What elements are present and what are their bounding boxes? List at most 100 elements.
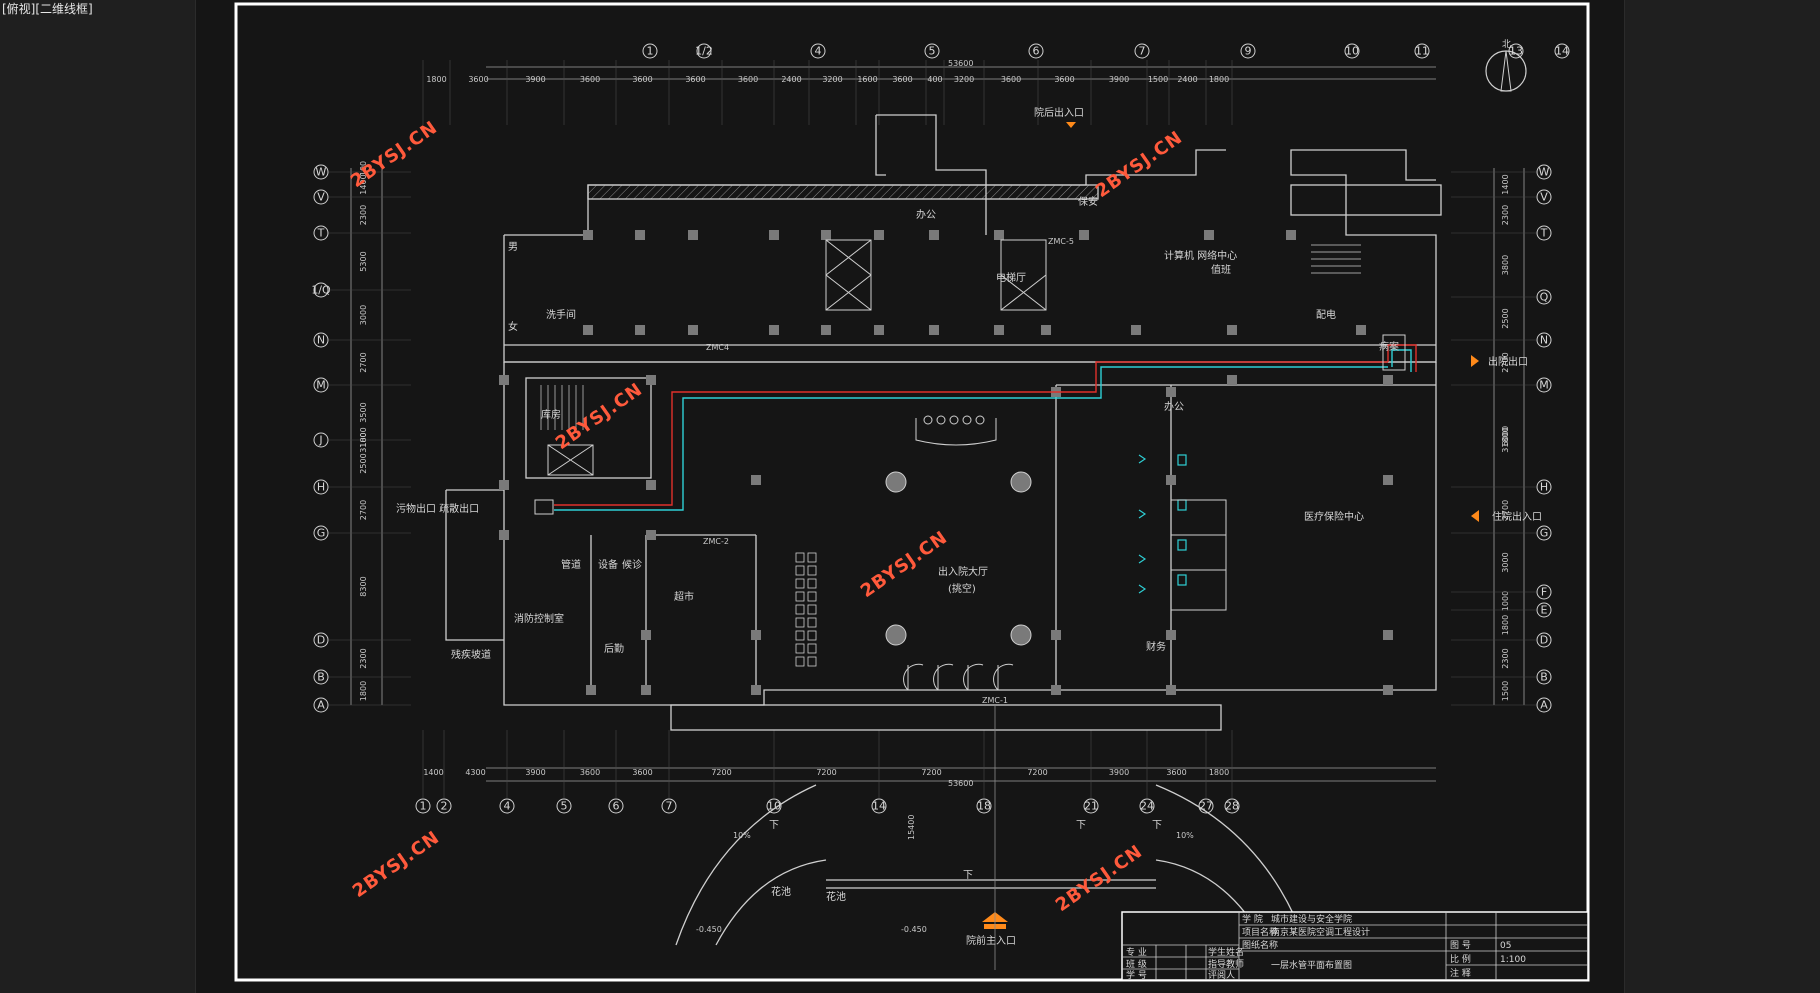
room-computer-center: 计算机 网络中心 [1164,249,1237,262]
dim-bottom-2: 3900 [525,768,545,777]
room-washroom: 洗手间 [546,308,576,321]
room-office1: 办公 [916,208,936,221]
svg-text:B: B [1540,671,1548,684]
seat-a-1 [795,565,805,576]
column-6 [929,230,939,240]
svg-text:E: E [1541,604,1548,617]
north-label: 北 [1502,39,1511,50]
reception-desk [915,415,997,446]
seat-a-3 [795,591,805,602]
north-arrow-icon: 北 [1485,39,1527,92]
dim-top-16: 1500 [1148,75,1168,84]
tb-school-label: 学 院 [1242,913,1263,925]
room-flower1: 花池 [771,885,791,898]
svg-text:1/Q: 1/Q [311,284,331,297]
axis-bottom-4: 6 [608,798,624,814]
column-30 [646,480,656,490]
column-12 [635,325,645,335]
tb-note-label: 注 释 [1450,967,1471,979]
dim-right-7: 3000 [1501,552,1510,572]
seat-a-4 [795,604,805,615]
dim-top-17: 2400 [1177,75,1197,84]
label-zmc5: ZMC-5 [1048,237,1074,246]
dim-left-0: 100 [359,161,368,176]
column-29 [499,480,509,490]
svg-text:M: M [316,379,326,392]
axis-top-8: 11 [1414,43,1430,59]
room-hall-center: 医疗保险中心 [1304,510,1364,523]
dim-left-3: 5300 [359,251,368,271]
tb-school: 城市建设与安全学院 [1271,913,1352,925]
room-logistics: 后勤 [604,642,624,655]
svg-text:13: 13 [1509,45,1523,58]
tb-sheet-no: 05 [1500,941,1511,951]
column-1 [635,230,645,240]
viewport-label[interactable]: [俯视][二维线框] [2,2,93,16]
svg-text:2: 2 [441,800,448,813]
dim-top-6: 3600 [738,75,758,84]
axis-right-10: D [1536,632,1552,648]
structural-columns [499,230,1393,695]
label-zmc2: ZMC-2 [703,537,729,546]
dim-left-1: 1400 [359,174,368,194]
svg-text:A: A [317,699,325,712]
dim-left-7: 2500 [359,453,368,473]
svg-text:14: 14 [1555,45,1569,58]
axis-right-5: M [1536,377,1552,393]
seat-a-7 [795,643,805,654]
room-finance: 财务 [1146,640,1166,653]
seat-a-0 [795,552,805,563]
room-toilet-m: 男 [508,241,518,253]
column-5 [874,230,884,240]
column-22 [1356,325,1366,335]
axis-left-5: M [313,377,329,393]
room-ramp: 残疾坡道 [451,648,491,661]
svg-text:Q: Q [1540,291,1549,304]
tb-student-name-label: 学生姓名 [1208,946,1244,958]
svg-text:J: J [318,434,322,447]
svg-text:D: D [317,634,325,647]
axis-left-8: G [313,525,329,541]
dim-right-9: 1800 [1501,615,1510,635]
svg-text:18: 18 [977,800,991,813]
axis-top-10: 14 [1554,43,1570,59]
svg-text:H: H [317,481,325,494]
dim-top-15: 3900 [1109,75,1129,84]
axis-bottom-2: 4 [499,798,515,814]
column-8 [1079,230,1089,240]
axis-left-7: H [313,479,329,495]
dim-top-3: 3600 [580,75,600,84]
label-down4: 下 [963,870,973,881]
column-0 [583,230,593,240]
room-pharmacy: 超市 [674,590,694,603]
column-13 [688,325,698,335]
dims-right: 1400230038002500270060002700300010001800… [1501,174,1510,701]
watermark-3: 2BYSJ.CN [552,379,647,454]
axis-top-3: 5 [924,43,940,59]
tb-reviewer-label: 评阅人 [1208,970,1235,981]
label-slope1: 10% [733,831,751,840]
svg-text:B: B [317,671,325,684]
seat-b-2 [807,578,817,589]
dim-left-6: 3500 [359,402,368,422]
svg-text:9: 9 [1245,45,1252,58]
axis-left-0: W [313,164,329,180]
label-entry-rear: 院后出入口 [1034,106,1084,119]
tb-scale-label: 比 例 [1450,953,1471,965]
dim-top-2: 3900 [525,75,545,84]
dim-top-4: 3600 [632,75,652,84]
dim-bottom-4: 3600 [632,768,652,777]
axis-right-6: H [1536,479,1552,495]
dim-left-8: 2700 [359,500,368,520]
watermark-5: 2BYSJ.CN [349,827,444,902]
dim-right-5: 6000 [1501,426,1510,446]
dim-left-11: 1800 [359,681,368,701]
dim-top-5: 3600 [685,75,705,84]
dim-top-1: 3600 [468,75,488,84]
axis-bottom-10: 24 [1139,798,1155,814]
axis-left-1: V [313,189,329,205]
svg-text:G: G [1540,527,1549,540]
